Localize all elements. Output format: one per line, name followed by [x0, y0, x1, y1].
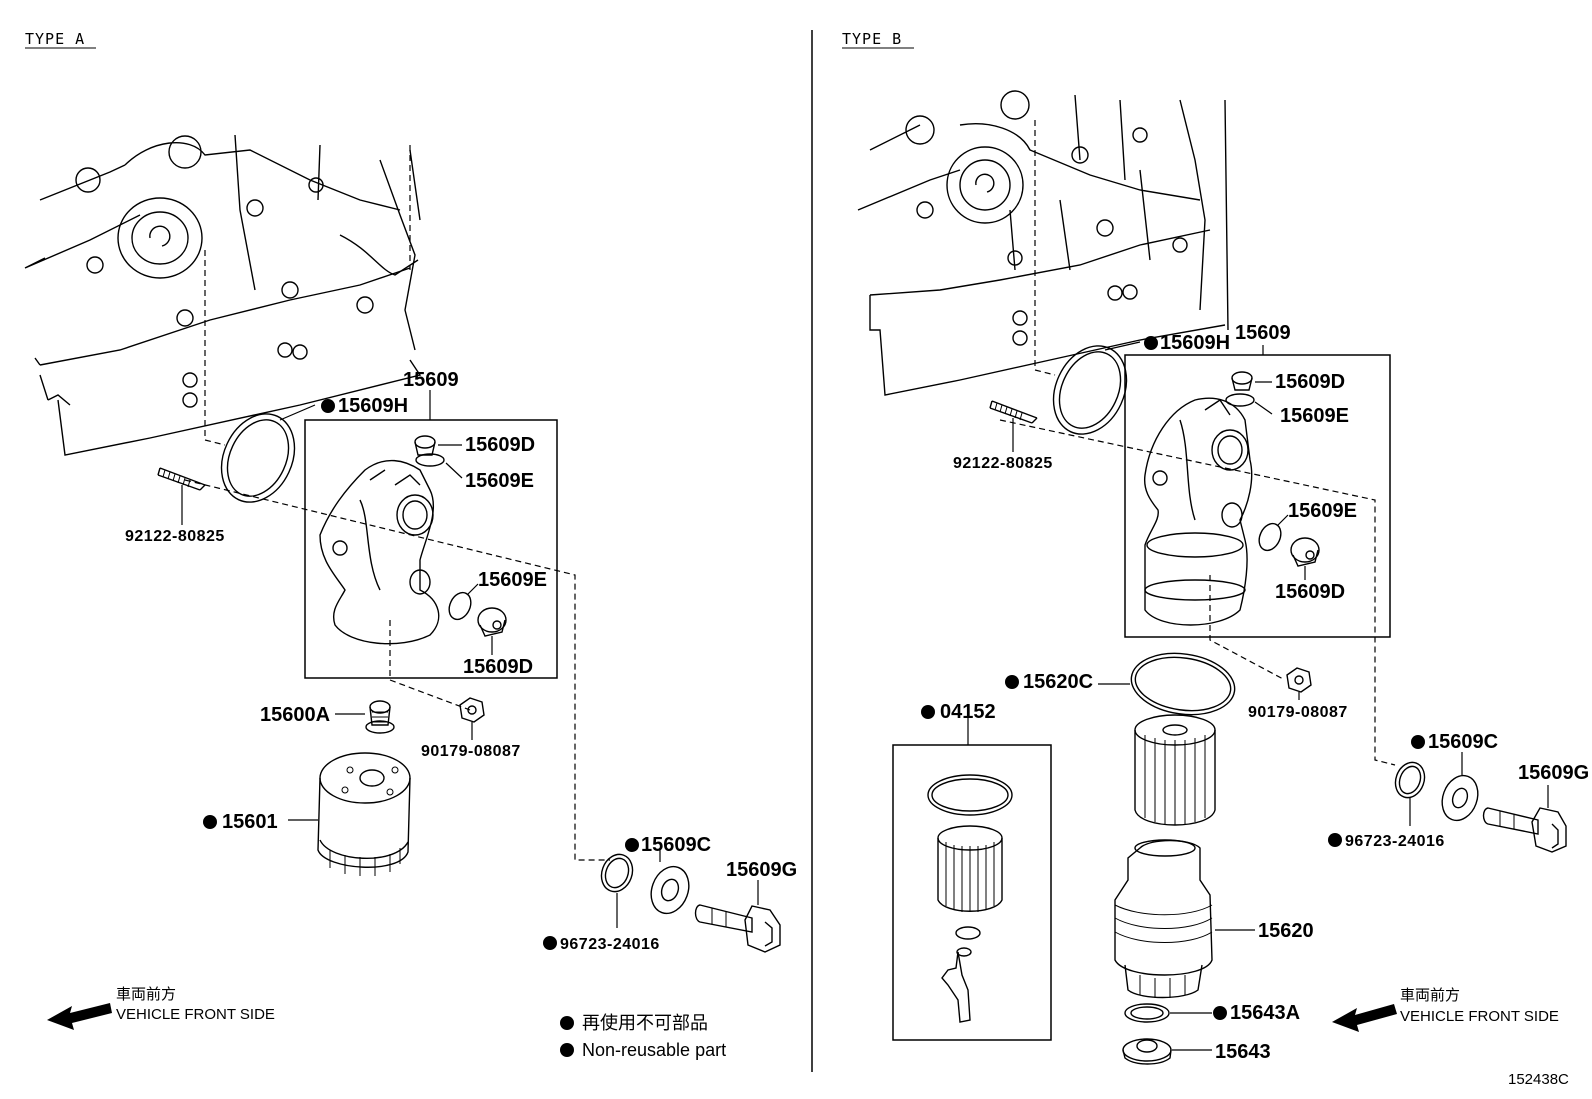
non-reusable-dot-icon — [1328, 833, 1342, 847]
non-reusable-dot-icon — [921, 705, 935, 719]
stud-92122-a — [157, 467, 206, 491]
gasket-15643a-b — [1124, 1003, 1170, 1023]
direction-en-b: VEHICLE FRONT SIDE — [1400, 1008, 1559, 1025]
label-90179-a: 90179-08087 — [421, 743, 521, 760]
label-15609g-b: 15609G — [1518, 762, 1589, 784]
label-15620c-b: 15620C — [1023, 671, 1093, 693]
label-15609h-b: 15609H — [1160, 332, 1230, 354]
label-15609d-bottom-b: 15609D — [1275, 581, 1345, 603]
legend-jp: 再使用不可部品 — [582, 1013, 708, 1033]
label-15609e-mid-a: 15609E — [478, 569, 547, 591]
direction-en-a: VEHICLE FRONT SIDE — [116, 1006, 275, 1023]
label-15609-b: 15609 — [1235, 322, 1291, 344]
o-ring-15609h-b — [1052, 345, 1128, 435]
drain-plug-15643-b — [1122, 1038, 1172, 1065]
union-bolt-15609g-a — [694, 904, 781, 953]
label-15609g-a: 15609G — [726, 859, 797, 881]
gasket-96723-b — [1394, 761, 1426, 799]
non-reusable-dot-icon — [1144, 336, 1158, 350]
label-15601-a: 15601 — [222, 811, 278, 833]
o-ring-15609h-a — [220, 413, 296, 503]
label-15609e-top-a: 15609E — [465, 470, 534, 492]
oil-filter-bracket-box-a — [304, 419, 558, 679]
plug-15609d-top-b — [1231, 371, 1253, 391]
label-15620-b: 15620 — [1258, 920, 1314, 942]
type-b-title: TYPE B — [842, 30, 902, 48]
plug-15609d-bottom-a — [477, 607, 507, 637]
label-90179-b: 90179-08087 — [1248, 704, 1348, 721]
label-92122-a: 92122-80825 — [125, 528, 225, 545]
non-reusable-dot-icon — [203, 815, 217, 829]
label-15609h-a: 15609H — [338, 395, 408, 417]
plug-15609d-bottom-b — [1290, 537, 1320, 567]
label-96723-b: 96723-24016 — [1345, 833, 1445, 850]
union-15600a-a — [365, 700, 395, 734]
direction-jp-b: 車両前方 — [1400, 987, 1460, 1004]
label-15609e-mid-b: 15609E — [1288, 500, 1357, 522]
label-15609c-b: 15609C — [1428, 731, 1498, 753]
oil-filter-bracket-a — [319, 459, 440, 645]
gasket-15609e-mid-a — [448, 591, 472, 621]
label-15609d-top-b: 15609D — [1275, 371, 1345, 393]
o-ring-15620c-b — [1130, 652, 1236, 716]
type-b-panel: TYPE B — [842, 30, 1589, 1088]
gasket-15609c-b — [1441, 774, 1479, 822]
filter-kit-box-04152-b — [892, 744, 1052, 1041]
type-a-panel: TYPE A — [24, 30, 797, 1060]
oil-filter-bracket-b — [1143, 397, 1253, 626]
bolt-90179-b — [1286, 667, 1312, 693]
non-reusable-dot-icon — [543, 936, 557, 950]
label-15609-a: 15609 — [403, 369, 459, 391]
oil-filter-bracket-box-b — [1124, 354, 1391, 638]
bolt-90179-a — [459, 697, 485, 723]
label-96723-a: 96723-24016 — [560, 936, 660, 953]
label-15600a-a: 15600A — [260, 704, 330, 726]
front-arrow-icon — [1332, 1004, 1397, 1032]
direction-jp-a: 車両前方 — [116, 986, 176, 1003]
non-reusable-dot-icon — [1213, 1006, 1227, 1020]
engine-block-b — [857, 90, 1229, 396]
label-15609d-top-a: 15609D — [465, 434, 535, 456]
non-reusable-dot-icon — [1005, 675, 1019, 689]
label-15643-b: 15643 — [1215, 1041, 1271, 1063]
label-04152-b: 04152 — [940, 701, 996, 723]
gasket-15609e-top-a — [415, 453, 445, 467]
legend-en: Non-reusable part — [582, 1040, 726, 1060]
plug-15609d-top-a — [414, 435, 436, 456]
gasket-15609e-mid-b — [1258, 522, 1282, 552]
engine-block-a — [24, 134, 422, 456]
oil-filter-15601-a — [317, 752, 411, 876]
gasket-96723-a — [600, 853, 634, 893]
non-reusable-dot-icon — [625, 838, 639, 852]
gasket-15609e-top-b — [1225, 393, 1255, 407]
label-15609c-a: 15609C — [641, 834, 711, 856]
filter-element-b — [1134, 714, 1216, 826]
oil-filter-cap-15620-b — [1114, 839, 1213, 999]
label-15609e-top-b: 15609E — [1280, 405, 1349, 427]
type-a-title: TYPE A — [25, 30, 85, 48]
non-reusable-dot-icon — [1411, 735, 1425, 749]
non-reusable-dot-icon — [560, 1043, 574, 1057]
gasket-15609c-a — [650, 865, 690, 915]
union-bolt-15609g-b — [1482, 807, 1567, 853]
figure-id: 152438C — [1508, 1071, 1569, 1088]
label-92122-b: 92122-80825 — [953, 455, 1053, 472]
label-15643a-b: 15643A — [1230, 1002, 1300, 1024]
label-15609d-bottom-a: 15609D — [463, 656, 533, 678]
front-arrow-icon — [47, 1003, 112, 1030]
filter-kit-parts-b — [927, 774, 1013, 1023]
non-reusable-dot-icon — [560, 1016, 574, 1030]
non-reusable-dot-icon — [321, 399, 335, 413]
stud-92122-b — [989, 400, 1038, 424]
